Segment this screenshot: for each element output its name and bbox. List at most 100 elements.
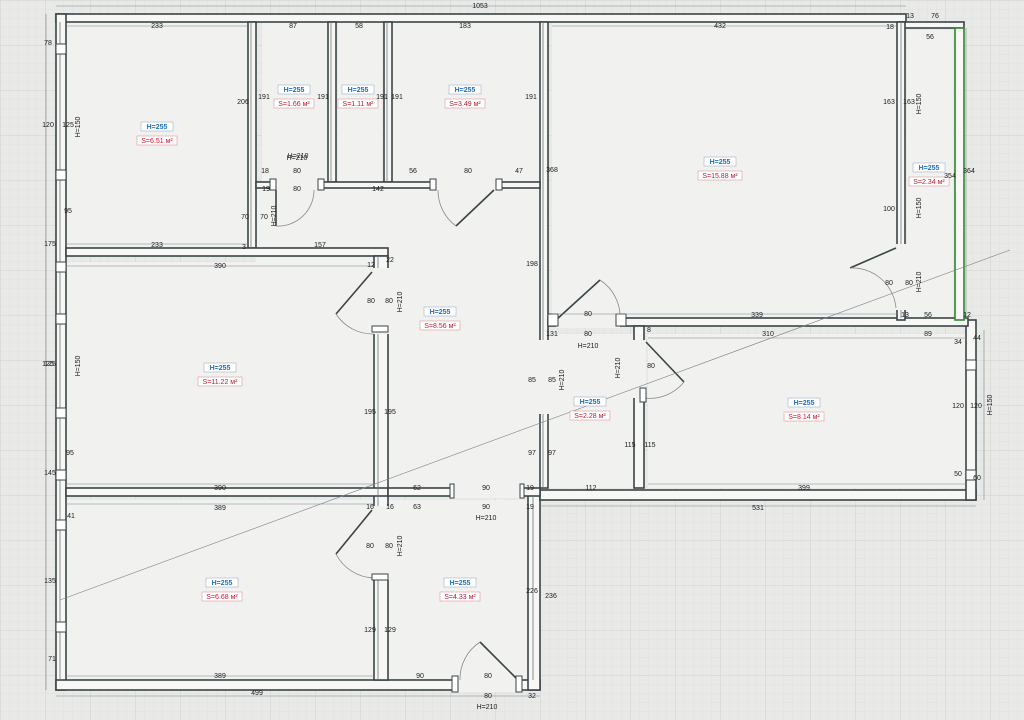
room-5-height: H=255 xyxy=(710,159,731,166)
dim-115-a: 115 xyxy=(624,442,635,449)
door-leaves xyxy=(275,189,897,681)
dim-19-b: 19 xyxy=(526,504,534,511)
room-floors xyxy=(66,22,966,680)
dim-h210-bath3: H=210 xyxy=(615,357,622,378)
dim-1053: 1053 xyxy=(472,3,488,10)
room-2-height: H=255 xyxy=(284,87,305,94)
outer-wall-top xyxy=(55,13,907,23)
dim-h210-storage: H=210 xyxy=(288,153,309,160)
dim-125-b: 125 xyxy=(44,361,56,368)
dim-44: 44 xyxy=(973,335,981,342)
dim-531: 531 xyxy=(752,505,764,512)
dim-163-a: 163 xyxy=(883,99,895,106)
room-3-height: H=255 xyxy=(348,87,369,94)
dim-233-bottom: 233 xyxy=(151,242,163,249)
dim-97-a: 97 xyxy=(528,450,536,457)
dim-87: 87 xyxy=(289,23,297,30)
room-label-12: H=255 S=4.33 м² xyxy=(439,577,481,602)
room-12-area: S=4.33 м² xyxy=(444,594,476,601)
room-6-area: S=2.34 м² xyxy=(913,179,945,186)
walls xyxy=(55,13,977,691)
room-10-area: S=8.14 м² xyxy=(788,414,820,421)
dim-h210-low: H=210 xyxy=(397,535,404,556)
dim-364: 364 xyxy=(963,168,975,175)
dim-13: 13 xyxy=(906,13,914,20)
dim-90-b: 90 xyxy=(482,504,490,511)
room-label-6: H=255 S=2.34 м² xyxy=(908,162,950,187)
wall-v-central xyxy=(539,21,549,489)
dim-499: 499 xyxy=(251,690,263,697)
dim-80-wc-b: 80 xyxy=(293,186,301,193)
dim-h150-r2: H=150 xyxy=(916,197,923,218)
dim-191-d: 191 xyxy=(391,94,403,101)
dim-63: 63 xyxy=(413,504,421,511)
wall-h2 xyxy=(65,487,389,497)
dim-195-a: 195 xyxy=(364,409,376,416)
dim-389-b: 389 xyxy=(214,673,226,680)
dim-142: 142 xyxy=(372,186,384,193)
dim-8: 8 xyxy=(647,327,651,334)
dim-399: 399 xyxy=(798,485,810,492)
dim-32: 32 xyxy=(528,693,536,700)
dim-34: 34 xyxy=(954,339,962,346)
dimension-labels: 1053 233 87 58 183 432 13 76 56 18 78 12… xyxy=(42,3,994,711)
dim-112: 112 xyxy=(585,485,596,492)
dim-85-a: 85 xyxy=(528,377,536,384)
dim-h210-wc: H=210 xyxy=(287,155,308,162)
dim-125-left: 125 xyxy=(62,122,74,129)
dim-56-r: 56 xyxy=(924,312,932,319)
room-7-height: H=255 xyxy=(430,309,451,316)
dim-95-b: 95 xyxy=(66,450,74,457)
wall-v3 xyxy=(383,21,393,183)
dim-183: 183 xyxy=(459,23,471,30)
dim-18-wc: 18 xyxy=(261,168,269,175)
dim-198: 198 xyxy=(526,261,538,268)
dimension-lines xyxy=(45,5,1011,697)
room-2-area: S=1.66 м² xyxy=(278,101,310,108)
dim-h210-bath2: H=210 xyxy=(559,369,566,390)
dim-80-low-a: 80 xyxy=(366,543,374,550)
dim-80-bath-b: 80 xyxy=(584,331,592,338)
green-partition-wall xyxy=(954,27,965,321)
dim-h150-left: H=150 xyxy=(75,116,82,137)
room-11-height: H=255 xyxy=(212,580,233,587)
dim-120: 120 xyxy=(42,122,54,129)
dim-206: 206 xyxy=(237,99,249,106)
outer-wall-left xyxy=(55,13,67,691)
room-8-height: H=255 xyxy=(210,365,231,372)
room-10-height: H=255 xyxy=(794,400,815,407)
dim-56-right: 56 xyxy=(926,34,934,41)
dim-120-r-a: 120 xyxy=(952,403,964,410)
wall-markers xyxy=(55,43,977,693)
dim-195-b: 195 xyxy=(384,409,396,416)
dim-368: 368 xyxy=(546,167,558,174)
dim-163-b: 163 xyxy=(903,99,915,106)
room-label-1: H=255 S=6.51 м² xyxy=(136,121,178,146)
room-1-area: S=6.51 м² xyxy=(141,138,173,145)
room-4-area: S=3.49 м² xyxy=(449,101,481,108)
wall-v2 xyxy=(327,21,337,183)
room-label-8: H=255 S=11.22 м² xyxy=(197,362,243,387)
dim-19-a: 19 xyxy=(526,485,534,492)
dim-129-b: 129 xyxy=(384,627,396,634)
dim-76: 76 xyxy=(931,13,939,20)
dim-78: 78 xyxy=(44,40,52,47)
dim-135: 135 xyxy=(44,578,56,585)
dim-58-top: 58 xyxy=(355,23,363,30)
wall-v-right xyxy=(633,325,645,489)
room-label-3: H=255 S=1.11 м² xyxy=(337,84,379,109)
dim-125-c: 125 xyxy=(42,361,54,368)
dim-60: 60 xyxy=(973,475,981,482)
dim-80-bath-a: 80 xyxy=(584,311,592,318)
dim-390-b: 390 xyxy=(214,485,226,492)
dim-191-b: 191 xyxy=(317,94,329,101)
dim-80-door-a: 80 xyxy=(484,673,492,680)
room-3-area: S=1.11 м² xyxy=(343,101,375,108)
wall-h1 xyxy=(65,247,389,257)
room-labels: H=255 S=6.51 м² H=255 S=1.66 м² H=255 S=… xyxy=(136,84,950,602)
dim-115-b: 115 xyxy=(644,442,655,449)
dim-3: 3 xyxy=(242,244,246,251)
outer-wall-right-lower xyxy=(965,319,977,501)
dim-h150-rr: H=150 xyxy=(987,394,994,415)
